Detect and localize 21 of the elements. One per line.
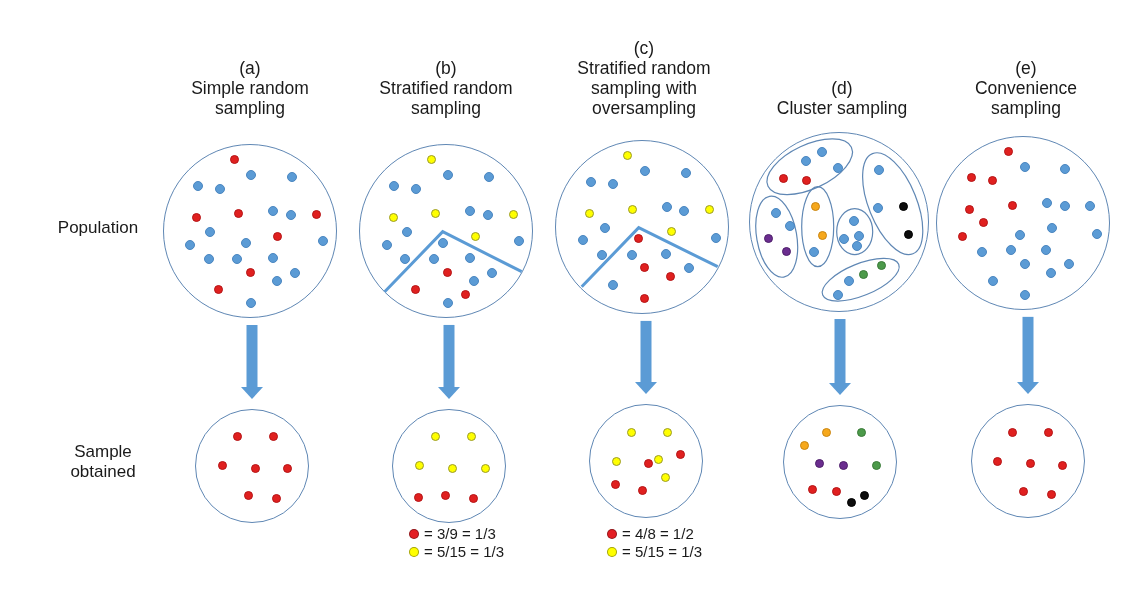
- panel-letter: (c): [632, 38, 656, 58]
- panel-letter: (b): [434, 58, 458, 78]
- legend-text: = 3/9 = 1/3: [424, 525, 496, 543]
- panel-letter: (e): [1014, 58, 1038, 78]
- block-arrow: [829, 319, 851, 395]
- panel-letter: (d): [830, 78, 854, 98]
- panel-title: Stratified random sampling with oversampling: [576, 58, 712, 118]
- block-arrow: [1017, 316, 1039, 394]
- panel-letter: (a): [238, 58, 262, 78]
- legend-text: = 4/8 = 1/2: [622, 525, 694, 543]
- row-label: Population: [56, 218, 140, 238]
- block-arrow: [438, 324, 460, 399]
- block-arrow: [241, 325, 263, 399]
- panel-title: Convenience sampling: [973, 78, 1079, 118]
- block-arrow: [635, 320, 657, 394]
- legend-text: = 5/15 = 1/3: [622, 543, 703, 561]
- panel-title: Stratified random sampling: [378, 78, 514, 118]
- row-label: Sample obtained: [69, 442, 137, 482]
- legend-text: = 5/15 = 1/3: [424, 543, 505, 561]
- panel-title: Cluster sampling: [775, 98, 909, 118]
- panel-title: Simple random sampling: [190, 78, 310, 118]
